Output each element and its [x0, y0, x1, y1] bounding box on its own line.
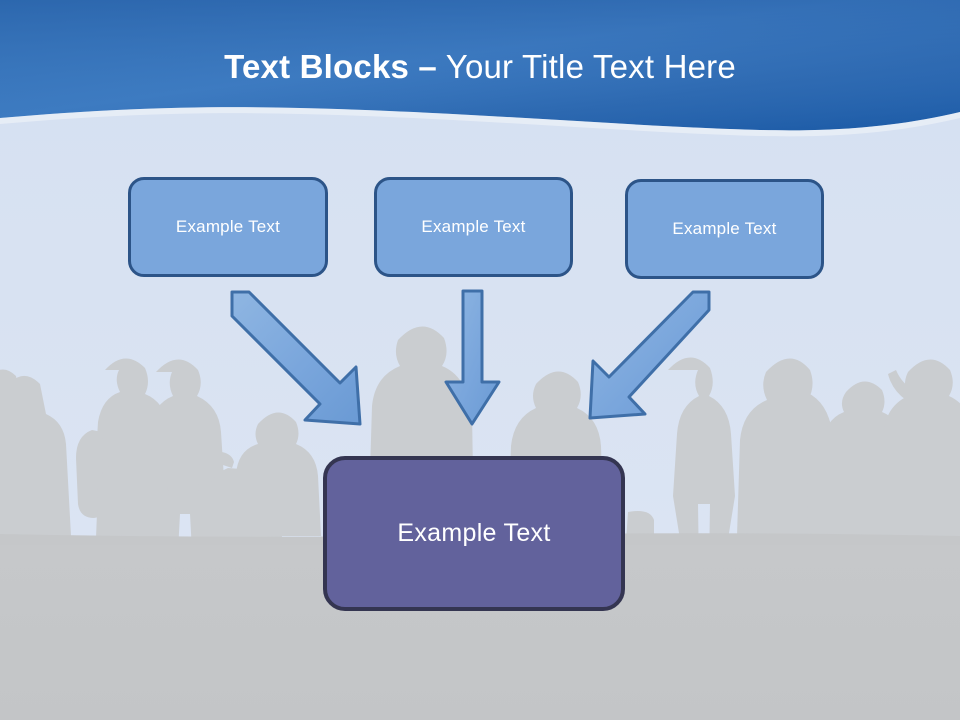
page-title-strong: Text Blocks –: [224, 48, 437, 85]
text-block-3-label: Example Text: [672, 219, 777, 238]
header-wave-band: [0, 0, 960, 137]
text-block-2[interactable]: Example Text: [374, 177, 573, 277]
ground-plane: [0, 537, 960, 720]
page-title-light: Your Title Text Here: [436, 48, 736, 85]
text-block-1[interactable]: Example Text: [128, 177, 328, 277]
text-block-summary[interactable]: Example Text: [323, 456, 625, 611]
page-title: Text Blocks – Your Title Text Here: [0, 47, 960, 87]
text-block-2-label: Example Text: [421, 217, 526, 236]
text-block-1-label: Example Text: [175, 217, 281, 236]
text-block-summary-label: Example Text: [397, 519, 551, 547]
text-block-3[interactable]: Example Text: [625, 179, 824, 279]
